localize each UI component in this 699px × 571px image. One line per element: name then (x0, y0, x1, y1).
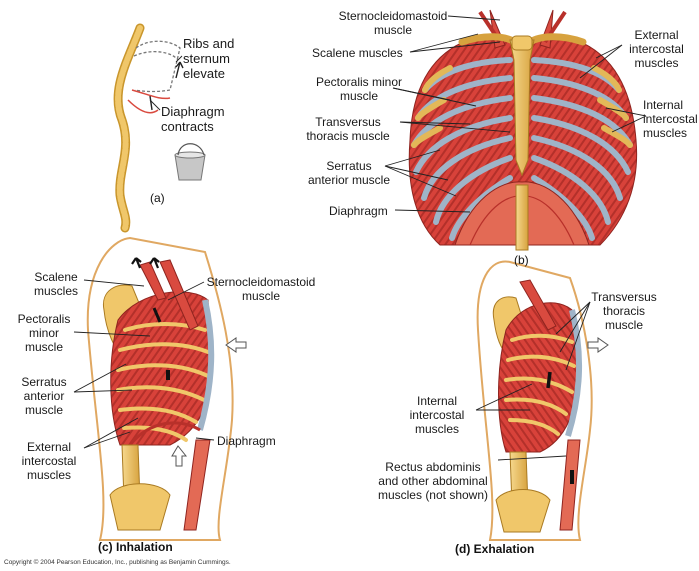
panel-a-spine (118, 28, 140, 228)
label-c-scalene: Scalene muscles (26, 270, 86, 298)
label-c-pectoralis-minor: Pectoralis minor muscle (14, 312, 74, 354)
bucket-icon (175, 144, 205, 180)
label-c-external-intercostal: External intercostal muscles (14, 440, 84, 482)
label-c-diaphragm: Diaphragm (217, 434, 276, 448)
label-b-diaphragm: Diaphragm (329, 204, 388, 218)
label-d-internal-intercostal: Internal intercostal muscles (402, 394, 472, 436)
label-b-sternocleidomastoid: Sternocleidomastoid muscle (328, 9, 458, 37)
label-b-transversus-thoracis: Transversus thoracis muscle (298, 115, 398, 143)
caption-c-inhalation: (c) Inhalation (98, 540, 173, 554)
panel-a-arrow-down (150, 96, 152, 110)
caption-d-exhalation: (d) Exhalation (455, 542, 534, 556)
label-d-rectus-abdominis: Rectus abdominis and other abdominal mus… (368, 460, 498, 502)
panel-a-ribcage-outline (134, 41, 180, 91)
label-c-serratus-anterior: Serratus anterior muscle (14, 375, 74, 417)
caption-a: (a) (150, 191, 165, 205)
label-b-pectoralis-minor: Pectoralis minor muscle (314, 75, 404, 103)
copyright-notice: Copyright © 2004 Pearson Education, Inc.… (4, 559, 231, 566)
label-b-internal-intercostal: Internal intercostal muscles (643, 98, 698, 140)
caption-b: (b) (514, 253, 529, 267)
label-b-external-intercostal: External intercostal muscles (614, 28, 699, 70)
label-b-scalene: Scalene muscles (312, 46, 403, 60)
label-b-serratus-anterior: Serratus anterior muscle (304, 159, 394, 187)
label-d-transversus-thoracis: Transversus thoracis muscle (584, 290, 664, 332)
panel-b-ribcage (409, 10, 636, 250)
label-ribs-sternum-elevate: Ribs and sternum elevate (183, 36, 234, 81)
label-diaphragm-contracts: Diaphragm contracts (161, 104, 225, 134)
label-c-sternocleidomastoid: Sternocleidomastoid muscle (196, 275, 326, 303)
panel-a-arrow-up (176, 62, 183, 78)
